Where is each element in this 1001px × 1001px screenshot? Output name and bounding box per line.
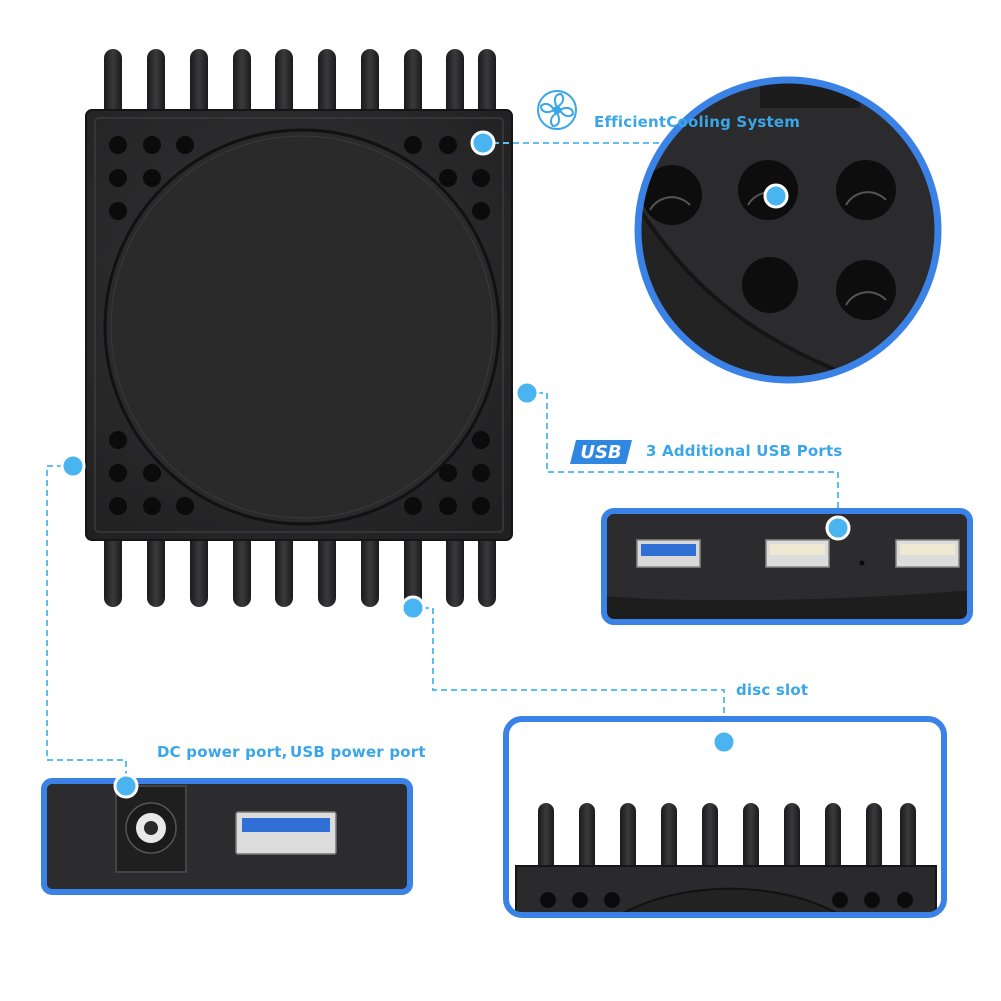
heatsink-fin bbox=[104, 49, 122, 124]
heatsink-fin bbox=[579, 803, 595, 881]
heatsink-fin bbox=[784, 803, 800, 881]
heatsink-fin bbox=[538, 803, 554, 881]
vent-hole bbox=[109, 464, 127, 482]
heatsink-fin bbox=[190, 49, 208, 124]
cooling-zoom bbox=[634, 76, 942, 384]
callout-dot bbox=[514, 380, 540, 406]
usb-ports-label: 3 Additional USB Ports bbox=[646, 442, 843, 460]
callout-dot bbox=[400, 595, 426, 621]
heatsink-fin bbox=[620, 803, 636, 881]
heatsink-fin bbox=[446, 525, 464, 607]
vent-hole bbox=[404, 497, 422, 515]
vent-hole bbox=[404, 136, 422, 154]
power-panel-frame bbox=[41, 778, 413, 895]
usb-badge-label: USB bbox=[580, 441, 622, 463]
vent-hole bbox=[472, 497, 490, 515]
heatsink-fin bbox=[661, 803, 677, 881]
cooling-label: EfficientCooling System bbox=[594, 113, 801, 131]
callout-dot bbox=[60, 453, 86, 479]
usb-badge: USB bbox=[570, 439, 632, 465]
vent-hole bbox=[143, 136, 161, 154]
vent-hole bbox=[472, 169, 490, 187]
vent-hole bbox=[109, 497, 127, 515]
main-device bbox=[85, 49, 513, 607]
heatsink-fin bbox=[361, 525, 379, 607]
vent-hole bbox=[143, 169, 161, 187]
vent-hole bbox=[176, 497, 194, 515]
callout-dot bbox=[763, 183, 789, 209]
disc-slot-label: disc slot bbox=[736, 681, 809, 699]
vent-hole bbox=[176, 136, 194, 154]
heatsink-fin bbox=[866, 803, 882, 881]
vent-hole bbox=[897, 892, 913, 908]
disc-panel-frame bbox=[503, 716, 947, 918]
vent-hole bbox=[472, 202, 490, 220]
vent-hole bbox=[572, 892, 588, 908]
vent-hole bbox=[439, 136, 457, 154]
heatsink-fin bbox=[104, 525, 122, 607]
heatsink-fin bbox=[233, 49, 251, 124]
heatsink-fin bbox=[404, 49, 422, 124]
vent-hole bbox=[109, 136, 127, 154]
heatsink-fin bbox=[190, 525, 208, 607]
callout-dot bbox=[113, 773, 139, 799]
vent-hole bbox=[832, 892, 848, 908]
heatsink-fin bbox=[233, 525, 251, 607]
fan-cover bbox=[103, 128, 501, 526]
vent-hole bbox=[109, 431, 127, 449]
vent-hole bbox=[109, 202, 127, 220]
vent-hole bbox=[472, 431, 490, 449]
heatsink-fin bbox=[361, 49, 379, 124]
cooling-zoom-frame bbox=[634, 76, 942, 384]
vent-hole bbox=[604, 892, 620, 908]
usb-power-label: USB power port bbox=[290, 743, 426, 761]
heatsink-fin bbox=[900, 803, 916, 881]
heatsink-fin bbox=[318, 49, 336, 124]
heatsink-fin bbox=[147, 525, 165, 607]
heatsink-fin bbox=[825, 803, 841, 881]
heatsink-fin bbox=[275, 525, 293, 607]
heatsink-fin bbox=[318, 525, 336, 607]
vent-hole bbox=[540, 892, 556, 908]
disc-slot-panel bbox=[503, 716, 947, 918]
vent-hole bbox=[439, 464, 457, 482]
callout-dot bbox=[711, 729, 737, 755]
vent-hole bbox=[143, 464, 161, 482]
heatsink-fin bbox=[478, 525, 496, 607]
heatsink-fin bbox=[147, 49, 165, 124]
power-ports-panel bbox=[41, 778, 413, 895]
vent-hole bbox=[143, 497, 161, 515]
heatsink-fin bbox=[446, 49, 464, 124]
bottom-fins bbox=[104, 525, 496, 607]
vent-hole bbox=[109, 169, 127, 187]
dc-power-label: DC power port, bbox=[157, 743, 288, 761]
top-fins bbox=[104, 49, 496, 124]
usb-badge-shape bbox=[570, 440, 632, 464]
heatsink-fin bbox=[478, 49, 496, 124]
callout-dot bbox=[825, 515, 851, 541]
callout-dot bbox=[470, 130, 496, 156]
vent-hole bbox=[472, 464, 490, 482]
usb-panel-frame bbox=[601, 508, 973, 625]
heatsink-fin bbox=[275, 49, 293, 124]
heatsink-fin bbox=[702, 803, 718, 881]
callout-dots bbox=[60, 130, 851, 799]
vent-holes bbox=[109, 136, 490, 515]
vent-hole bbox=[864, 892, 880, 908]
vent-hole bbox=[439, 497, 457, 515]
heatsink-fin bbox=[404, 525, 422, 607]
usb-ports-panel bbox=[601, 508, 973, 625]
indicator-led bbox=[859, 560, 865, 566]
heatsink-fin bbox=[743, 803, 759, 881]
vent-hole bbox=[439, 169, 457, 187]
fan-icon bbox=[537, 90, 577, 130]
